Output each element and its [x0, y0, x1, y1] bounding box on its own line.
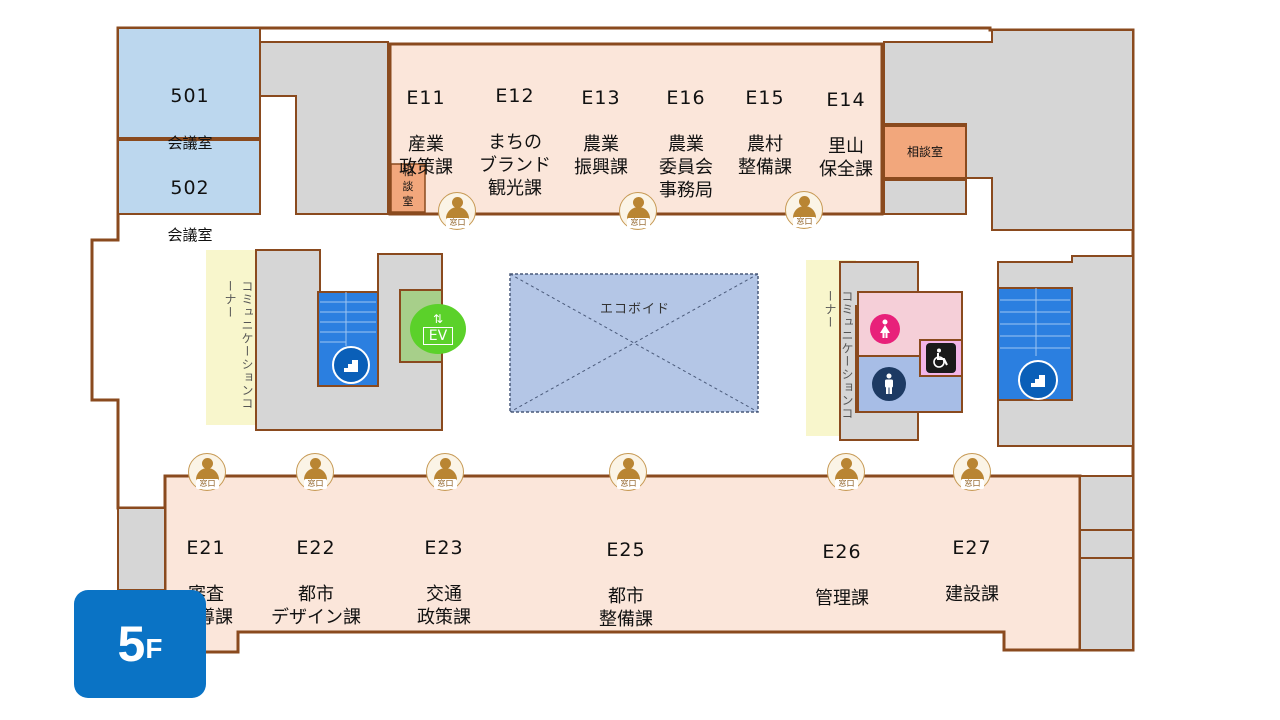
- room-502-label: 502 会議室: [140, 154, 240, 247]
- room-e16-code: E16: [666, 87, 706, 109]
- room-e11-label: E11 産業 政策課: [392, 64, 460, 179]
- service-counter-icon: 窓口: [785, 191, 823, 229]
- male-restroom-icon: [872, 367, 906, 401]
- consult-room-right: [883, 125, 967, 179]
- room-501-code: 501: [170, 85, 210, 107]
- service-counter-icon: 窓口: [296, 453, 334, 491]
- room-e22-label: E22 都市 デザイン課: [262, 514, 370, 629]
- room-e14-name: 里山 保全課: [819, 136, 873, 180]
- room-e15-code: E15: [745, 87, 785, 109]
- room-e11-name: 産業 政策課: [399, 134, 453, 178]
- room-e13-code: E13: [581, 87, 621, 109]
- grey-bottom-left: [117, 507, 166, 591]
- floor-badge: 5 F: [74, 590, 206, 698]
- elevator-label: EV: [422, 327, 454, 345]
- room-e23-label: E23 交通 政策課: [406, 514, 482, 629]
- stairs-icon: [332, 346, 370, 384]
- room-e25-code: E25: [606, 539, 646, 561]
- room-e25-label: E25 都市 整備課: [586, 516, 666, 631]
- service-counter-icon: 窓口: [827, 453, 865, 491]
- room-e14-code: E14: [826, 89, 866, 111]
- room-e26-name: 管理課: [815, 588, 869, 609]
- room-501-label: 501 会議室: [140, 62, 240, 155]
- office-top: [388, 42, 884, 216]
- community-corner-left-label: コミュニケーションコーナー: [223, 280, 254, 410]
- stairs-icon: [1018, 360, 1058, 400]
- room-501-name: 会議室: [167, 134, 213, 152]
- room-e13-label: E13 農業 振興課: [566, 64, 636, 179]
- room-e21-code: E21: [186, 537, 226, 559]
- room-e27-name: 建設課: [945, 584, 999, 605]
- right-stair-steps: [1000, 288, 1070, 356]
- service-counter-icon: 窓口: [438, 192, 476, 230]
- room-e26-code: E26: [822, 541, 862, 563]
- service-counter-icon: 窓口: [426, 453, 464, 491]
- eco-void-label: エコボイド: [599, 302, 670, 317]
- room-e27-code: E27: [952, 537, 992, 559]
- room-e11-code: E11: [406, 87, 446, 109]
- room-e14-label: E14 里山 保全課: [808, 66, 884, 181]
- room-e23-name: 交通 政策課: [417, 584, 471, 628]
- wheelchair-icon: [926, 343, 956, 373]
- community-corner-left: [206, 250, 258, 425]
- grey-core-top-right: [883, 29, 1134, 231]
- room-e25-name: 都市 整備課: [599, 586, 653, 630]
- room-e12-name: まちの ブランド 観光課: [479, 132, 551, 199]
- room-501: [117, 27, 261, 139]
- floor-number: 5: [117, 616, 146, 672]
- elevator-icon: ⇅ EV: [410, 304, 466, 354]
- service-counter-icon: 窓口: [609, 453, 647, 491]
- room-e26-label: E26 管理課: [802, 518, 882, 610]
- elevator-arrows-icon: ⇅: [432, 312, 444, 326]
- room-e12-code: E12: [495, 85, 535, 107]
- room-e22-name: 都市 デザイン課: [271, 584, 361, 628]
- service-counter-icon: 窓口: [619, 192, 657, 230]
- service-counter-icon: 窓口: [953, 453, 991, 491]
- room-502-name: 会議室: [167, 226, 213, 244]
- room-502-code: 502: [170, 177, 210, 199]
- grey-bottom-right-2: [1079, 529, 1134, 559]
- room-e23-code: E23: [424, 537, 464, 559]
- room-e15-label: E15 農村 整備課: [728, 64, 802, 179]
- room-502: [117, 139, 261, 215]
- floor-suffix: F: [145, 633, 163, 664]
- female-restroom-icon: [870, 314, 900, 344]
- room-e16-name: 農業 委員会 事務局: [659, 134, 713, 201]
- consult-room-small: [390, 163, 426, 213]
- community-corner-right-label: コミュニケーションコーナー: [823, 290, 854, 420]
- consult-room-small-label: 相 談 室: [402, 165, 414, 208]
- room-e16-label: E16 農業 委員会 事務局: [648, 64, 724, 202]
- room-e13-name: 農業 振興課: [574, 134, 628, 178]
- grey-bottom-right-3: [1079, 557, 1134, 651]
- consult-room-right-label: 相談室: [906, 145, 943, 159]
- room-e12-label: E12 まちの ブランド 観光課: [468, 62, 562, 200]
- room-e15-name: 農村 整備課: [738, 134, 792, 178]
- room-e22-code: E22: [296, 537, 336, 559]
- service-counter-icon: 窓口: [188, 453, 226, 491]
- grey-small-top-right: [883, 179, 967, 215]
- left-stair-steps: [320, 292, 376, 346]
- grey-bottom-right-1: [1079, 475, 1134, 531]
- room-e27-label: E27 建設課: [932, 514, 1012, 606]
